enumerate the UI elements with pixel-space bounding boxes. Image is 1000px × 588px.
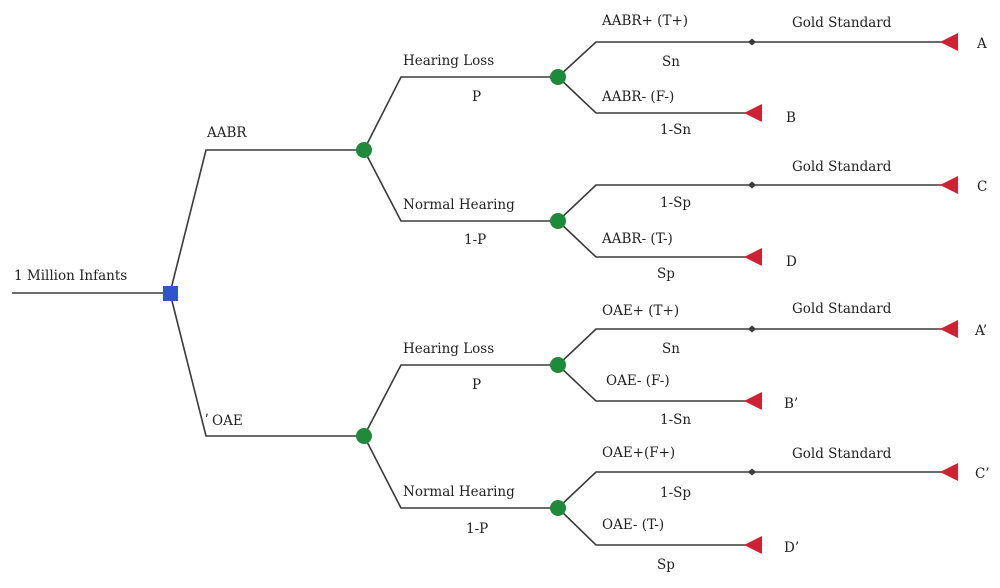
branch-prob-aabr-normal-hearing: 1-P [464, 232, 486, 248]
branch-label-aabr-hearing-loss: Hearing Loss [403, 53, 494, 69]
edge-outcome-a-prime [557, 328, 950, 366]
outcome-prob-d: Sp [657, 266, 675, 282]
branch-prob-oae-hearing-loss: P [472, 377, 481, 393]
edge-outcome-c-prime [557, 471, 950, 509]
end-label-d: D [786, 254, 797, 270]
test-label-oae: OAE [212, 413, 243, 429]
outcome-label-c-prime: OAE+(F+) [602, 445, 675, 461]
chance-node-aabr [356, 142, 372, 158]
outcome-prob-b-prime: 1-Sn [660, 412, 691, 428]
end-label-a: A [976, 36, 987, 52]
chance-node-oae-normal-hearing [550, 500, 566, 516]
terminal-node-a [940, 33, 958, 51]
outcome-prob-d-prime: Sp [657, 557, 675, 573]
chance-node-oae-hearing-loss [550, 357, 566, 373]
edge-outcome-b [557, 76, 752, 114]
outcome-label-b: AABR- (F-) [601, 89, 674, 105]
chance-node-oae [356, 428, 372, 444]
tree-edges [12, 41, 950, 546]
chance-node-aabr-normal-hearing [550, 213, 566, 229]
edge-oae [169, 292, 364, 437]
branch-label-oae-normal-hearing: Normal Hearing [403, 484, 515, 500]
gold-standard-label-a: Gold Standard [792, 15, 892, 31]
edge-outcome-d-prime [557, 507, 752, 546]
gold-marker-a [748, 38, 756, 46]
test-mark-oae: ʹ [205, 413, 209, 429]
edge-outcome-d [557, 220, 752, 258]
root-label: 1 Million Infants [14, 268, 127, 284]
branch-prob-oae-normal-hearing: 1-P [466, 521, 488, 537]
terminal-nodes [744, 33, 958, 554]
edge-aabr-hearing-loss [363, 76, 558, 151]
terminal-node-a-prime [940, 320, 958, 338]
end-label-c-prime: C’ [975, 466, 990, 482]
edge-outcome-a [557, 41, 950, 78]
outcome-prob-a: Sn [662, 54, 680, 70]
edge-aabr [169, 149, 364, 294]
terminal-node-c [940, 176, 958, 194]
end-label-b-prime: B’ [784, 396, 798, 412]
end-label-b: B [786, 110, 796, 126]
gold-standard-label-c: Gold Standard [792, 159, 892, 175]
outcome-prob-b: 1-Sn [660, 122, 691, 138]
tree-labels: 1 Million Infants AABR ʹ OAE Hearing Los… [14, 13, 990, 573]
gold-marker-a-prime [748, 325, 756, 333]
edge-outcome-b-prime [557, 364, 752, 402]
branch-label-aabr-normal-hearing: Normal Hearing [403, 197, 515, 213]
decision-node [163, 286, 178, 301]
terminal-node-b [744, 104, 762, 122]
branch-prob-aabr-hearing-loss: P [472, 89, 481, 105]
edge-oae-normal-hearing [363, 435, 558, 509]
edge-outcome-c [557, 184, 950, 222]
terminal-node-d-prime [744, 536, 762, 554]
outcome-prob-c-prime: 1-Sp [660, 485, 691, 501]
terminal-node-b-prime [744, 392, 762, 410]
outcome-label-b-prime: OAE- (F-) [606, 373, 670, 389]
gold-standard-label-c-prime: Gold Standard [792, 446, 892, 462]
outcome-label-d: AABR- (T-) [601, 231, 673, 247]
end-label-a-prime: A’ [974, 323, 987, 339]
terminal-node-d [744, 248, 762, 266]
chance-node-aabr-hearing-loss [550, 69, 566, 85]
gold-marker-c [748, 181, 756, 189]
outcome-label-a-prime: OAE+ (T+) [602, 303, 679, 319]
chance-nodes [356, 69, 566, 516]
gold-standard-markers [748, 38, 756, 476]
outcome-prob-a-prime: Sn [662, 341, 680, 357]
end-label-c: C [977, 179, 987, 195]
gold-standard-label-a-prime: Gold Standard [792, 301, 892, 317]
end-label-d-prime: D’ [784, 540, 799, 556]
edge-aabr-normal-hearing [363, 149, 558, 222]
terminal-node-c-prime [940, 463, 958, 481]
outcome-prob-c: 1-Sp [660, 195, 691, 211]
edge-oae-hearing-loss [363, 364, 558, 437]
outcome-label-d-prime: OAE- (T-) [602, 517, 664, 533]
outcome-label-a: AABR+ (T+) [601, 13, 688, 29]
gold-marker-c-prime [748, 468, 756, 476]
test-label-aabr: AABR [206, 125, 247, 141]
branch-label-oae-hearing-loss: Hearing Loss [403, 341, 494, 357]
